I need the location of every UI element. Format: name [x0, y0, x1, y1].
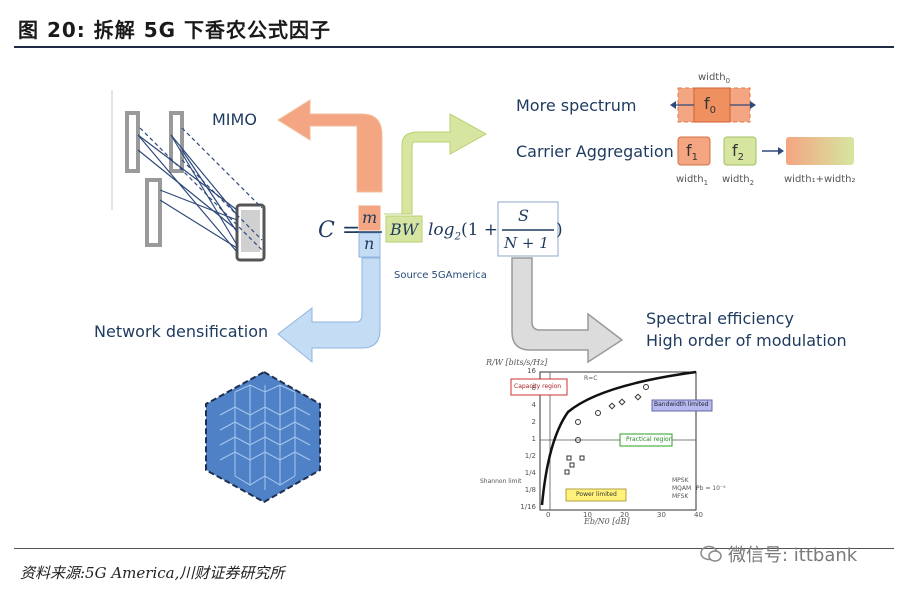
plot-ytick: 1/2 [524, 452, 536, 460]
label-spectral-efficiency: Spectral efficiency [646, 309, 794, 328]
formula-m: m [362, 208, 378, 227]
pb-label: Pb = 10⁻⁵ [696, 485, 726, 492]
arrow-mimo [277, 99, 383, 193]
plot-xtick: 40 [694, 511, 703, 519]
formula-bw: BW [390, 220, 419, 239]
capacity-region [510, 378, 568, 396]
snr-box [497, 201, 559, 257]
bandwidth-limited-region [651, 399, 713, 412]
label-f0: f0 [704, 94, 717, 117]
plot-ytick: 1 [531, 435, 536, 443]
bottom-rule [14, 548, 894, 549]
formula-c: C = [318, 218, 361, 243]
spectral-efficiency-plot [510, 370, 713, 511]
formula-s: S [518, 206, 529, 225]
shannon-limit-label: Shannon limit [480, 478, 522, 485]
label-width0: width0 [698, 72, 731, 85]
combined-box [786, 137, 854, 165]
hexagon-cell-grid [205, 370, 321, 504]
plot-ytick: 1/8 [524, 486, 536, 494]
plot-legend: MPSK MQAM MFSK [672, 477, 691, 501]
formula-n: n [364, 234, 375, 253]
figure-title: 图 20: 拆解 5G 下香农公式因子 [18, 18, 332, 42]
practical-region-label: Practical region [626, 436, 673, 443]
f1-box [677, 136, 711, 166]
footer-source: 资料来源:5G America,川财证券研究所 [20, 564, 285, 582]
practical-region [619, 433, 673, 447]
plot-ylabel: R/W [bits/s/Hz] [486, 358, 548, 367]
formula-close: ) [556, 220, 563, 240]
plot-ytick: 4 [531, 401, 536, 409]
plot-ytick: 8 [531, 384, 536, 392]
arrow-spectrum [384, 113, 488, 215]
source-caption: Source 5GAmerica [394, 270, 487, 281]
formula-log: log2(1 + [428, 220, 499, 243]
plot-xtick: 0 [546, 511, 551, 519]
plot-ytick: 16 [527, 367, 536, 375]
capacity-region-label: Capacity region [514, 383, 562, 390]
label-width-sum: width₁+width₂ [784, 174, 856, 185]
bandwidth-limited-label: Bandwidth limited [654, 401, 709, 408]
plot-xtick: 10 [583, 511, 592, 519]
label-width1: width1 [676, 174, 709, 187]
power-limited-region [565, 488, 627, 502]
plot-xtick: 20 [620, 511, 629, 519]
label-high-order-modulation: High order of modulation [646, 331, 847, 350]
curve-label: R=C [584, 375, 598, 382]
plot-xlabel: Eb/N0 [dB] [584, 517, 630, 526]
arrow-spectral [511, 257, 624, 364]
m-box [358, 205, 381, 231]
n-box [358, 232, 381, 258]
label-carrier-aggregation: Carrier Aggregation [516, 142, 674, 161]
legend-mfsk: MFSK [672, 493, 689, 500]
label-network-densification: Network densification [94, 322, 269, 341]
wechat-watermark: 微信号: ittbank [700, 541, 857, 567]
label-width2: width2 [722, 174, 755, 187]
plot-ytick: 2 [531, 418, 536, 426]
power-limited-label: Power limited [576, 491, 617, 498]
antenna-tower-icon [125, 111, 184, 247]
top-rule [14, 46, 894, 48]
formula-n-plus-1: N + 1 [504, 234, 549, 252]
legend-mqam: MQAM [672, 485, 692, 492]
label-f1: f1 [686, 141, 699, 164]
plot-ytick: 1/4 [524, 469, 536, 477]
label-mimo: MIMO [212, 110, 257, 129]
wechat-id: 微信号: ittbank [728, 545, 858, 566]
legend-mpsk: MPSK [672, 477, 689, 484]
label-f2: f2 [732, 141, 745, 164]
arrow-densification [277, 257, 381, 364]
mimo-rays [137, 127, 263, 253]
capacity-curve [540, 370, 697, 506]
bw-box [385, 215, 423, 243]
smartphone-icon [235, 203, 266, 262]
plot-xtick: 30 [657, 511, 666, 519]
wechat-icon [700, 545, 722, 562]
plot-ytick: 1/16 [520, 503, 536, 511]
label-more-spectrum: More spectrum [516, 96, 637, 115]
f2-box [723, 136, 757, 166]
